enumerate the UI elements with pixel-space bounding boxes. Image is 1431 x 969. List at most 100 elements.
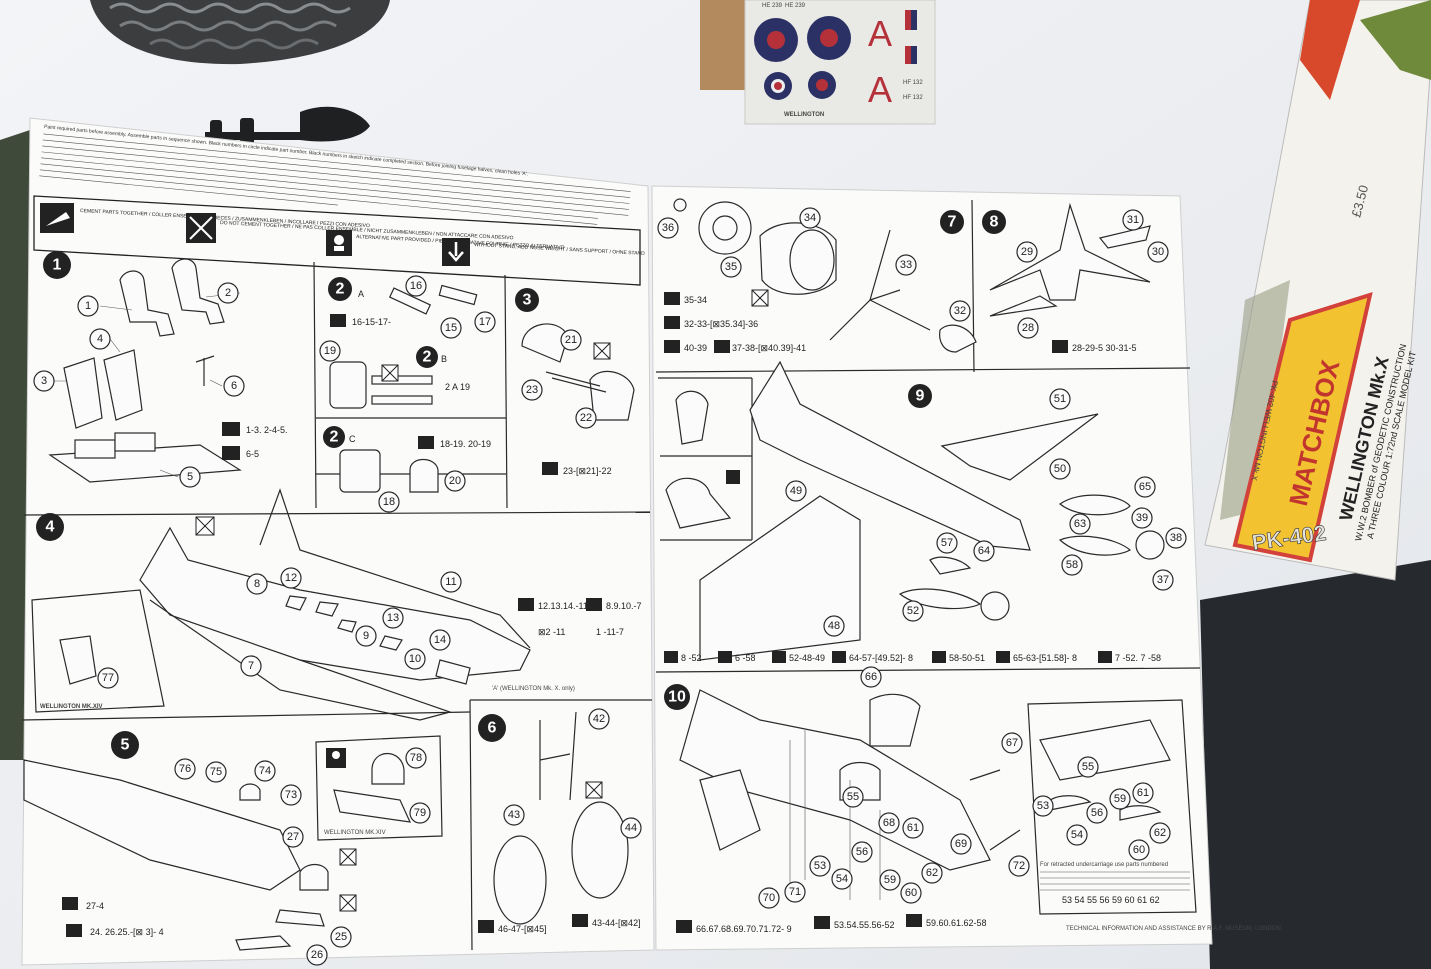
- instruction-sheet-left: Paint required parts before assembly. As…: [21, 117, 655, 966]
- svg-text:4: 4: [97, 333, 103, 345]
- decal-code: HE 239: [785, 3, 806, 9]
- sheet-footer: TECHNICAL INFORMATION AND ASSISTANCE BY …: [1066, 926, 1281, 932]
- part-number-callout: 57: [936, 532, 958, 554]
- no-cement-icon: [339, 894, 357, 912]
- glue-icon: [718, 651, 732, 663]
- part-number-callout: 79: [409, 802, 431, 824]
- part-number-callout: 59: [1109, 788, 1131, 810]
- svg-text:C: C: [349, 434, 356, 444]
- turret-part: [329, 361, 367, 409]
- decal-letter: A: [868, 69, 892, 110]
- svg-text:55: 55: [847, 791, 859, 803]
- glue-icon: [330, 314, 346, 327]
- engine-nacelle: [1058, 535, 1132, 556]
- part-number-callout: 38: [1165, 527, 1187, 549]
- part-number-callout: 9: [355, 625, 377, 647]
- part-number-callout: 70: [758, 887, 780, 909]
- step-1: 1 1 2 3 4 5 6 1-3. 2-4-5. 6-5: [33, 251, 288, 488]
- part-number-callout: 18: [378, 491, 400, 513]
- svg-text:37: 37: [1157, 574, 1169, 586]
- spinner: [939, 324, 977, 353]
- no-cement-icon: [381, 364, 399, 382]
- no-cement-icon: [195, 516, 215, 536]
- glue-icon: [664, 316, 680, 329]
- svg-text:55: 55: [1082, 761, 1094, 773]
- glue-icon: [772, 651, 786, 663]
- assembly-sequence: 53.54.55.56-52: [834, 920, 895, 930]
- part-number-callout: 2: [217, 282, 239, 304]
- svg-text:56: 56: [856, 846, 868, 858]
- mk14-inset: [315, 735, 443, 841]
- svg-text:78: 78: [410, 752, 422, 764]
- part-number-callout: 6: [223, 375, 245, 397]
- svg-text:26: 26: [311, 949, 323, 961]
- part-number-callout: 74: [254, 760, 276, 782]
- assembly-sequence: 32-33-[⊠35.34]-36: [684, 319, 758, 329]
- svg-text:14: 14: [434, 634, 446, 646]
- svg-text:44: 44: [625, 822, 637, 834]
- no-cement-icon: [186, 213, 216, 243]
- stand-detail: [675, 390, 709, 445]
- fin-flash: [905, 10, 917, 30]
- part-number-callout: 25: [330, 926, 352, 948]
- assembly-sequence: 16-15-17-: [352, 317, 391, 327]
- part-number-callout: 3: [33, 370, 55, 392]
- engine-cylinders: [698, 201, 752, 255]
- part-number-callout: 75: [205, 761, 227, 783]
- assembly-sequence: 8.9.10.-7: [606, 601, 642, 611]
- assembly-sequence: 1-3. 2-4-5.: [246, 425, 288, 435]
- part-number-callout: 28: [1017, 317, 1039, 339]
- svg-text:21: 21: [565, 334, 577, 346]
- svg-text:34: 34: [804, 212, 816, 224]
- part-number-callout: 56: [1086, 802, 1108, 824]
- part-number-callout: 35: [720, 256, 742, 278]
- svg-text:B: B: [441, 354, 447, 364]
- assembly-sequence: 43-44-[⊠42]: [592, 918, 641, 928]
- stand-detail: [665, 477, 732, 529]
- svg-text:49: 49: [790, 485, 802, 497]
- svg-text:68: 68: [883, 817, 895, 829]
- svg-text:53: 53: [1037, 800, 1049, 812]
- inset-label: WELLINGTON MK.XIV: [324, 830, 386, 836]
- svg-text:13: 13: [387, 612, 399, 624]
- svg-text:72: 72: [1013, 860, 1025, 872]
- assembly-sequence: 27-4: [86, 901, 104, 911]
- no-cement-icon: [593, 342, 611, 360]
- svg-text:23: 23: [526, 384, 538, 396]
- fin-flash: [905, 46, 917, 64]
- svg-text:8: 8: [990, 214, 999, 231]
- part-number-callout: 11: [440, 571, 462, 593]
- decal-code: HF 132: [903, 95, 923, 101]
- part-number-callout: 19: [319, 340, 341, 362]
- svg-text:20: 20: [449, 475, 461, 487]
- step-3: 3 21 23 22 23-[⊠21]-22: [515, 288, 635, 476]
- instruction-sheet-right: 7 36 34 35 33 32 35-34 32-33-[⊠35.34]-36…: [651, 185, 1281, 951]
- retracted-gear-inset: [1027, 699, 1197, 915]
- dark-mat: [1200, 560, 1431, 969]
- part-number-callout: 12: [280, 567, 302, 589]
- undercarriage-leg: [539, 711, 577, 801]
- glue-icon: [542, 462, 558, 475]
- kit-box: MATCHBOX WELLINGTON Mk.X W.W.2 BOMBER of…: [1204, 0, 1431, 581]
- step-2: 2 A 16 17 15 16-15-17- 19 2 B 2 A 19 2 C…: [319, 275, 496, 513]
- assembly-sequence: 24. 26.25.-[⊠ 3]- 4: [90, 927, 164, 937]
- svg-text:58: 58: [1066, 559, 1078, 571]
- part-number-callout: 55: [842, 786, 864, 808]
- assembly-sequence: ⊠2 -11: [538, 627, 565, 637]
- svg-text:2: 2: [336, 281, 345, 298]
- step-6: 6 42 43 44 46-47-[⊠45] 43-44-[⊠42]: [478, 708, 642, 934]
- part-number-callout: 62: [921, 862, 943, 884]
- svg-text:48: 48: [828, 620, 840, 632]
- glue-icon: [62, 897, 78, 910]
- svg-text:42: 42: [593, 713, 605, 725]
- part-number-callout: 20: [444, 470, 466, 492]
- svg-text:52: 52: [907, 605, 919, 617]
- part-number-callout: 78: [405, 747, 427, 769]
- svg-text:11: 11: [445, 576, 456, 588]
- part-number-callout: 8: [246, 573, 268, 595]
- seated-pilot-figure: [119, 270, 175, 337]
- svg-text:77: 77: [102, 672, 114, 684]
- part-number-callout: 44: [620, 817, 642, 839]
- svg-text:16: 16: [410, 280, 422, 292]
